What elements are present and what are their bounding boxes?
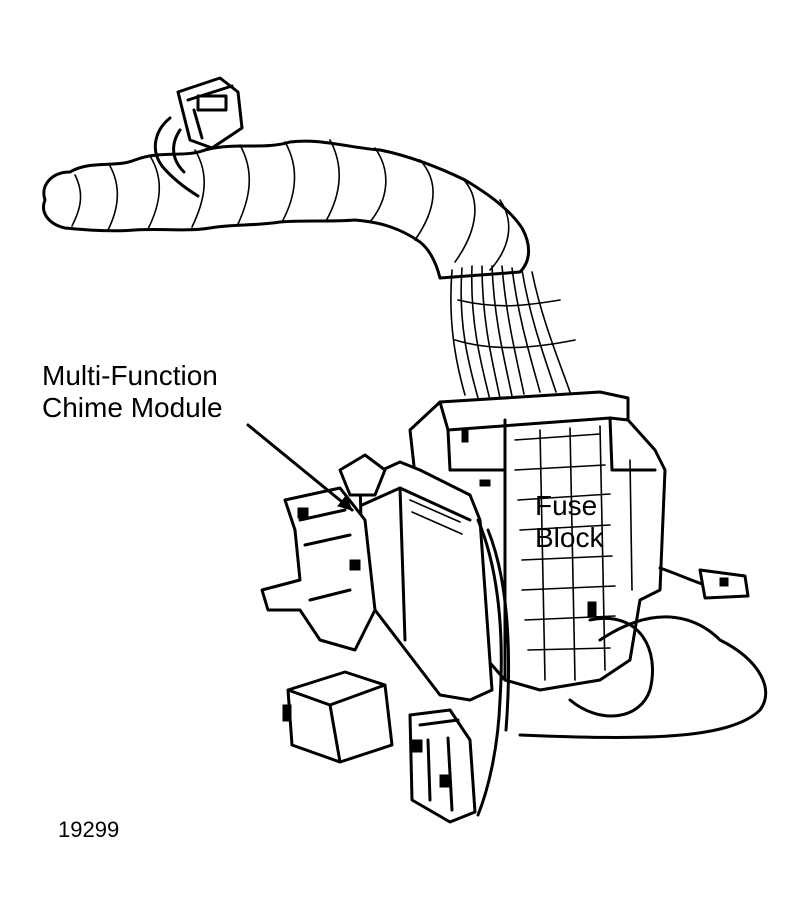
wiring-harness (42, 139, 530, 280)
chime-leader-line (246, 423, 354, 512)
wire-bundle (450, 265, 576, 401)
chime-module-label-line1: Multi-Function (42, 360, 218, 391)
chime-module-label: Multi-Function Chime Module (42, 360, 223, 424)
side-wire (518, 566, 768, 739)
relay-box (282, 670, 394, 764)
harness-connector (153, 76, 244, 198)
chime-module-label-line2: Chime Module (42, 392, 223, 423)
figure-number: 19299 (58, 817, 120, 842)
fuse-block-label-line1: Fuse (535, 490, 598, 521)
mounting-bracket (260, 486, 377, 652)
fuse-block-label-line2: Block (535, 522, 604, 553)
chime-leader-arrow (337, 495, 353, 511)
lower-connector (408, 518, 511, 824)
fuse-block-label: Fuse Block (535, 490, 603, 554)
chime-module (338, 453, 494, 702)
